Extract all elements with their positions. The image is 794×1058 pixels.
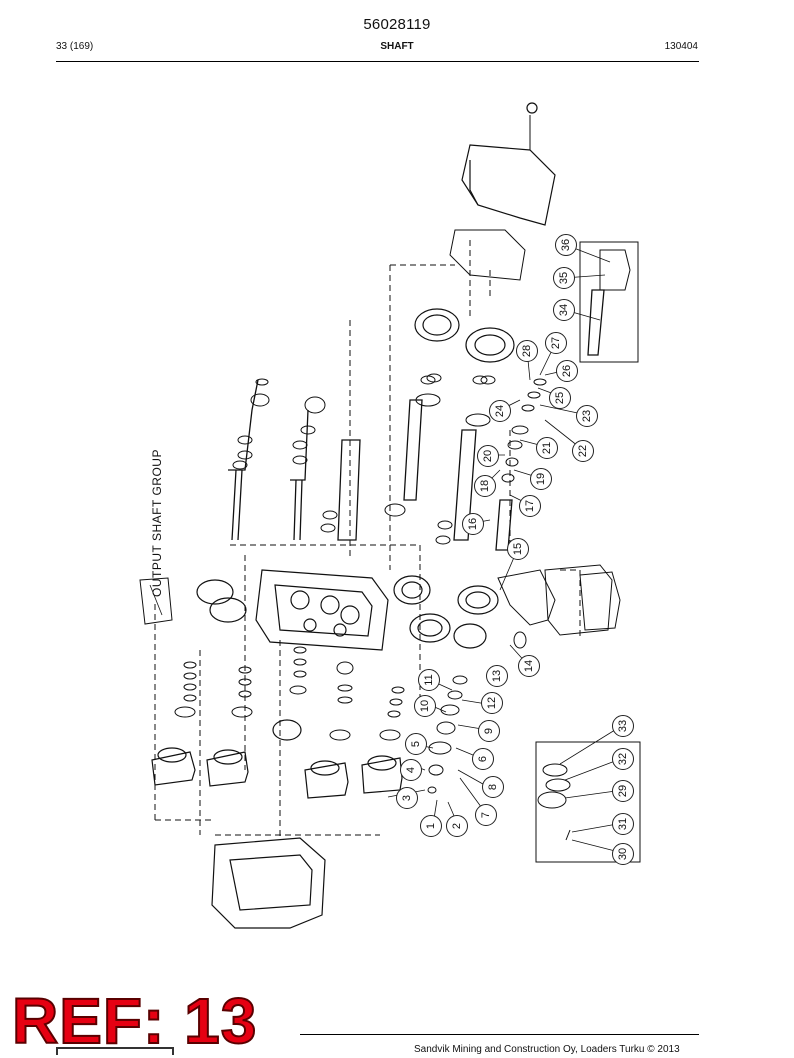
callout-35: 35 <box>553 267 575 289</box>
callout-34: 34 <box>553 299 575 321</box>
shaft-long-2 <box>453 429 477 541</box>
callout-26: 26 <box>556 360 578 382</box>
shaft-long-1 <box>403 399 423 501</box>
callout-13: 13 <box>486 665 508 687</box>
callout-24: 24 <box>489 400 511 422</box>
top-gasket <box>449 229 526 281</box>
gear-mid-3 <box>409 613 451 643</box>
callout-27: 27 <box>545 332 567 354</box>
gear-lower-1 <box>272 719 302 741</box>
left-cover <box>139 577 173 625</box>
callout-19: 19 <box>530 468 552 490</box>
callout-15: 15 <box>507 538 529 560</box>
top-cover <box>461 144 556 226</box>
document-number: 56028119 <box>363 16 431 33</box>
callout-16: 16 <box>462 513 484 535</box>
gear-left-1 <box>196 579 234 605</box>
inset-box-top <box>579 241 639 363</box>
header-rule <box>56 61 699 62</box>
callout-36: 36 <box>555 234 577 256</box>
callout-25: 25 <box>549 387 571 409</box>
callout-4: 4 <box>400 759 422 781</box>
callout-8: 8 <box>482 776 504 798</box>
callout-17: 17 <box>519 495 541 517</box>
hub-1 <box>151 751 196 786</box>
inset-box-bottom <box>535 741 641 863</box>
callout-11: 11 <box>418 669 440 691</box>
callout-2: 2 <box>446 815 468 837</box>
callout-18: 18 <box>474 475 496 497</box>
callout-22: 22 <box>572 440 594 462</box>
section-title: SHAFT <box>380 41 414 52</box>
footer-copyright: Sandvik Mining and Construction Oy, Load… <box>414 1044 680 1055</box>
shaft-right <box>587 289 605 356</box>
gear-left-2 <box>209 597 247 623</box>
callout-32: 32 <box>612 748 634 770</box>
callout-23: 23 <box>576 405 598 427</box>
shaft-upper-2 <box>290 409 309 481</box>
gear-mid-4 <box>453 623 487 649</box>
callout-28: 28 <box>516 340 538 362</box>
callout-5: 5 <box>405 733 427 755</box>
bottom-housing <box>211 837 326 929</box>
callout-12: 12 <box>481 692 503 714</box>
gear-top-2 <box>465 327 515 363</box>
gearbox-housing <box>255 569 389 651</box>
hub-2 <box>206 751 249 787</box>
callout-21: 21 <box>536 437 558 459</box>
callout-3: 3 <box>396 787 418 809</box>
ref-stamp: REF: 13 <box>11 984 258 1058</box>
callout-6: 6 <box>472 748 494 770</box>
callout-7: 7 <box>475 804 497 826</box>
callout-14: 14 <box>518 655 540 677</box>
callout-31: 31 <box>612 813 634 835</box>
document-code: 130404 <box>664 41 698 52</box>
callout-10: 10 <box>414 695 436 717</box>
brand-logo <box>56 1047 174 1055</box>
footer-rule <box>300 1034 699 1035</box>
callout-20: 20 <box>477 445 499 467</box>
shaft-upper-1 <box>228 379 259 471</box>
gear-mid-2 <box>457 585 499 615</box>
callout-33: 33 <box>612 715 634 737</box>
hub-3 <box>304 762 349 799</box>
callout-29: 29 <box>612 780 634 802</box>
bracket <box>497 569 556 626</box>
callout-9: 9 <box>478 720 500 742</box>
gear-mid-1 <box>393 575 431 605</box>
page-indicator: 33 (169) <box>56 41 94 52</box>
callout-1: 1 <box>420 815 442 837</box>
callout-30: 30 <box>612 843 634 865</box>
shaft-middle <box>337 439 361 541</box>
gearbox-housing-inner <box>274 584 373 637</box>
gear-top-1 <box>414 308 460 342</box>
